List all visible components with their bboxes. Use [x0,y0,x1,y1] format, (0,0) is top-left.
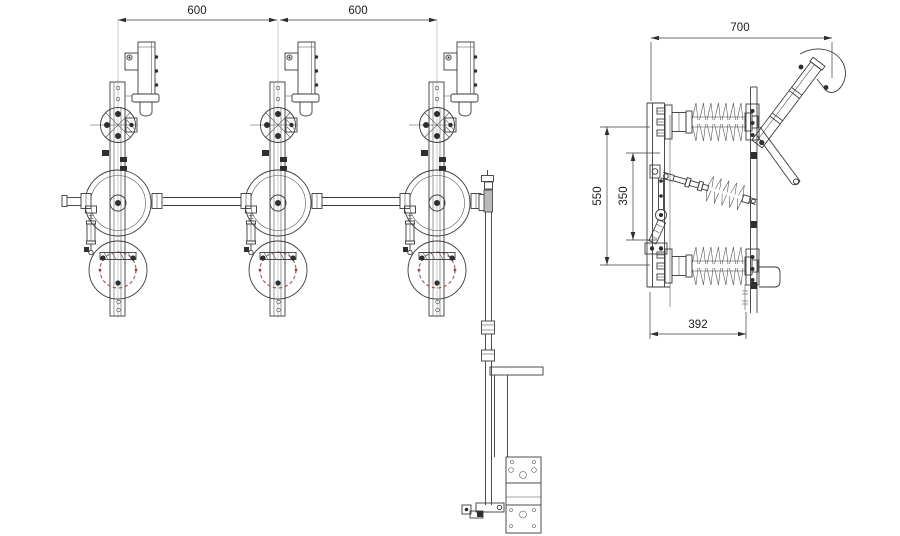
dimension-inner-height: 350 [618,152,660,241]
pole-assembly-3 [399,19,482,319]
dim-392-label: 392 [688,319,707,331]
mounting-plate [505,456,542,534]
side-frame-channel [646,102,671,307]
dim-700-label: 700 [730,22,749,34]
dimension-pitch: 600 600 [118,5,437,23]
dimension-overall-height: 550 [592,126,650,266]
middle-insulator [661,171,758,211]
dim-600-left-label: 600 [187,5,206,17]
right-support-bar [742,86,781,313]
crank-linkage [644,164,668,255]
pole-assembly-1 [80,19,163,319]
dim-600-right-label: 600 [348,5,367,17]
dimension-top-width: 700 [650,22,833,101]
bottom-insulator [656,246,759,286]
front-view: 600 600 [61,5,544,534]
pole-assembly-2 [240,19,323,319]
top-insulator [656,102,759,142]
side-view: 700 550 350 392 [592,22,846,339]
dim-550-label: 550 [592,186,604,205]
dimension-base-width: 392 [649,292,747,339]
dim-350-label: 350 [618,186,630,205]
operating-rod [461,170,544,519]
fuse-carrier [751,48,846,186]
